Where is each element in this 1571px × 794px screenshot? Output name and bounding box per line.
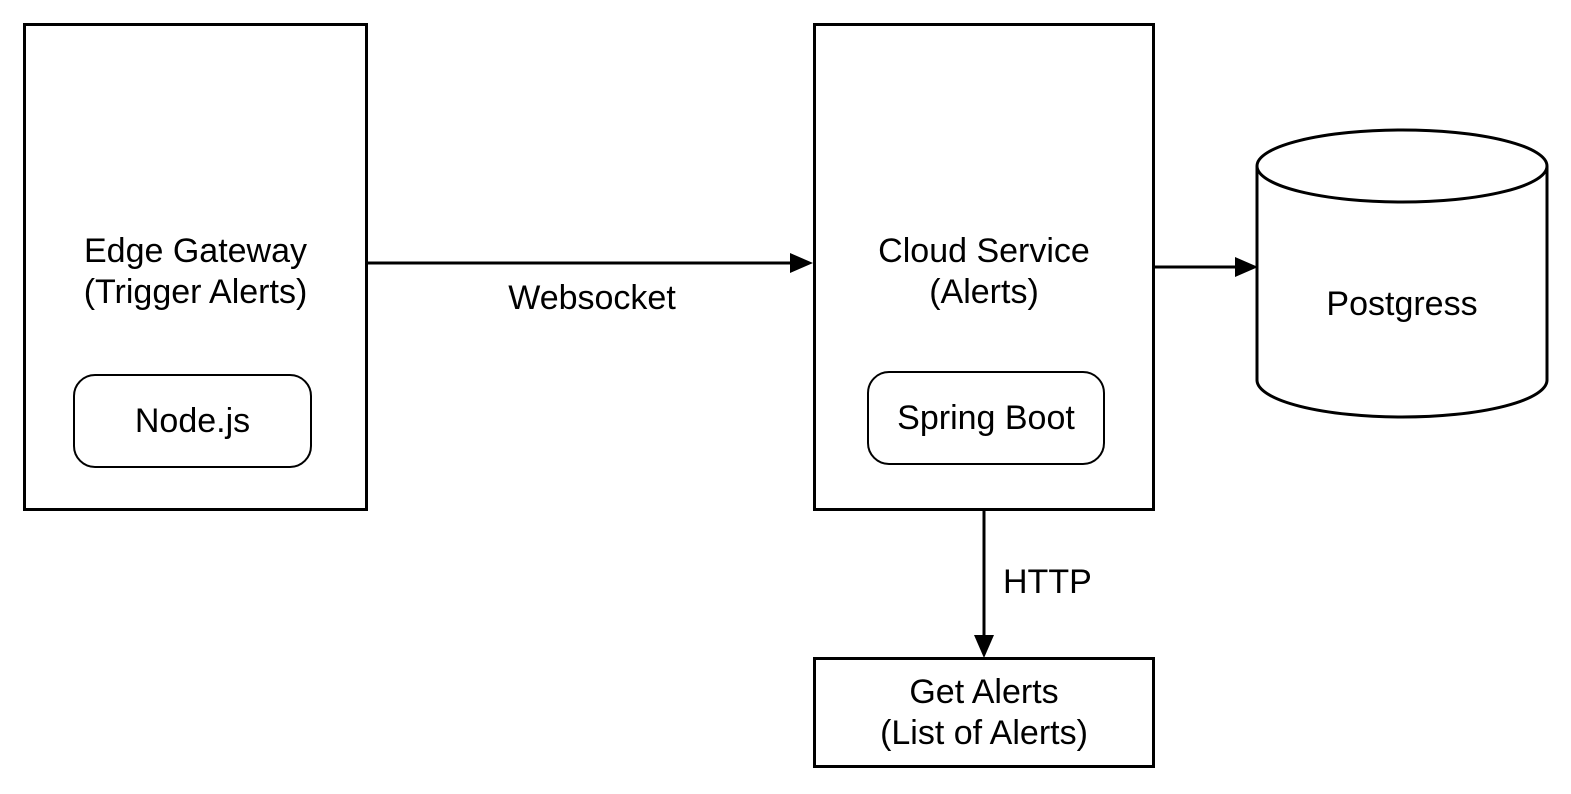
get-alerts-label: Get Alerts (List of Alerts) (880, 672, 1088, 754)
cloud-service-subtitle: (Alerts) (929, 273, 1039, 311)
edge-gateway-label: Edge Gateway (Trigger Alerts) (26, 231, 365, 313)
edge-gateway-subtitle: (Trigger Alerts) (83, 273, 308, 311)
cloud-service-label: Cloud Service (Alerts) (816, 231, 1152, 313)
cloud-service-tech-label: Spring Boot (897, 398, 1075, 437)
database-label: Postgress (1326, 285, 1478, 323)
cloud-to-database-arrow (1155, 257, 1258, 277)
get-alerts-subtitle: (List of Alerts) (880, 713, 1088, 752)
edge-gateway-tech-label: Node.js (134, 401, 251, 440)
http-edge-label: HTTP (1003, 563, 1092, 601)
edge-gateway-tech-badge: Node.js (73, 374, 312, 468)
node-get-alerts: Get Alerts (List of Alerts) (813, 657, 1155, 768)
websocket-edge-label: Websocket (508, 279, 676, 317)
node-edge-gateway: Edge Gateway (Trigger Alerts) Node.js (23, 23, 368, 511)
websocket-arrow (368, 253, 813, 273)
database-cylinder-icon (1255, 128, 1549, 419)
node-cloud-service: Cloud Service (Alerts) Spring Boot (813, 23, 1155, 511)
cloud-service-tech-badge: Spring Boot (867, 371, 1105, 465)
edge-gateway-title: Edge Gateway (83, 232, 308, 270)
http-arrow (974, 511, 994, 658)
get-alerts-title: Get Alerts (909, 672, 1059, 711)
cloud-service-title: Cloud Service (878, 232, 1090, 270)
